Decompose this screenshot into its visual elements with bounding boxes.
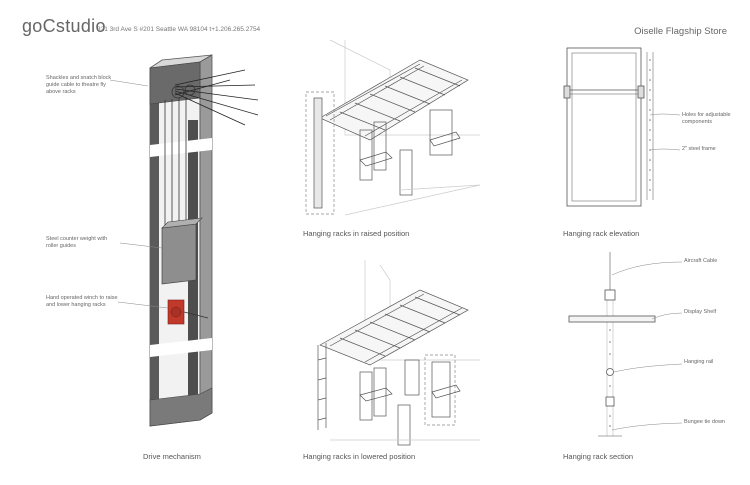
note-shackles: Shackles and snatch block guide cable to… <box>46 75 112 96</box>
note-hanging-rail: Hanging rail <box>684 359 714 365</box>
note-holes: Holes for adjustable components <box>682 112 731 126</box>
note-steel-frame: 2" steel frame <box>682 146 716 152</box>
raised-racks-drawing <box>305 39 481 216</box>
studio-address: 321 3rd Ave S #201 Seattle WA 98104 t+1.… <box>97 26 261 33</box>
caption-drive-mechanism: Drive mechanism <box>143 452 201 461</box>
rack-elevation-drawing <box>563 47 681 207</box>
lowered-racks-drawing <box>317 260 480 446</box>
note-aircraft-cable: Aircraft Cable <box>684 258 718 264</box>
note-counterweight: Steel counter weight with roller guides <box>46 236 108 250</box>
caption-elevation: Hanging rack elevation <box>563 229 640 238</box>
studio-logo: goCstudio <box>22 16 106 36</box>
note-bungee: Bungee tie down <box>684 419 725 425</box>
caption-lowered: Hanging racks in lowered position <box>303 452 416 461</box>
note-winch: Hand operated winch to raise and lower h… <box>46 295 118 309</box>
note-display-shelf: Display Shelf <box>684 309 717 315</box>
caption-section: Hanging rack section <box>563 452 634 461</box>
project-title: Oiselle Flagship Store <box>634 26 727 37</box>
rack-section-drawing <box>568 252 683 437</box>
caption-raised: Hanging racks in raised position <box>303 229 410 238</box>
drive-mechanism-drawing <box>109 54 259 427</box>
